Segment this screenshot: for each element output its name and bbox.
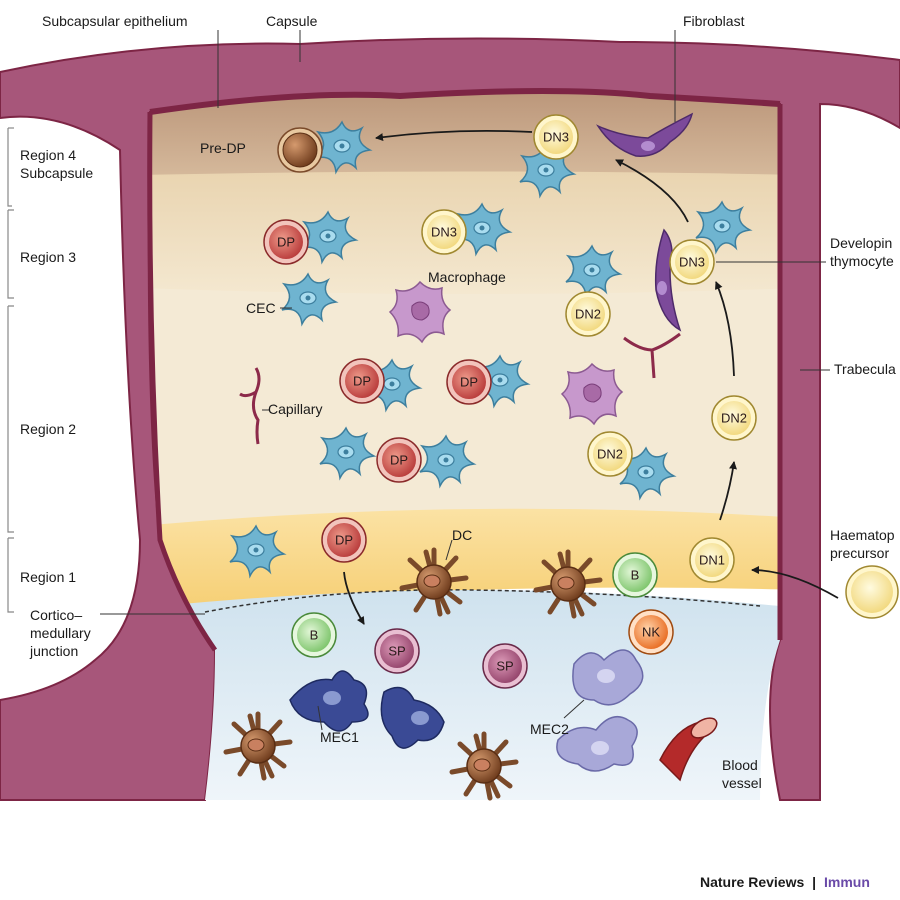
thymocyte-label: NK	[642, 625, 660, 640]
cortico-medullary-boundary	[204, 589, 761, 613]
label-dc: DC	[452, 527, 472, 543]
credit-separator: |	[812, 874, 816, 890]
label-capsule: Capsule	[266, 13, 318, 29]
region2-band	[150, 288, 780, 530]
label-mec1: MEC1	[320, 729, 359, 745]
subcapsular-rim	[149, 88, 781, 115]
thymocyte-label: DN2	[597, 447, 623, 462]
thymocyte-label: DP	[277, 235, 295, 250]
label-haemato-1: Haematop	[830, 527, 895, 543]
right-labels: Developin thymocyte Trabecula Haematop p…	[716, 235, 896, 561]
cmj-line2: medullary	[30, 625, 91, 641]
thymocyte-label: DP	[335, 533, 353, 548]
trabecular-vessel	[623, 332, 681, 379]
fibroblast-nucleus	[641, 141, 655, 151]
label-blood-2: vessel	[722, 775, 762, 791]
haematopoietic-precursor	[845, 565, 899, 619]
top-labels: Subcapsular epithelium Capsule Fibroblas…	[42, 13, 745, 122]
thymocyte-label: SP	[496, 659, 513, 674]
thymocyte-dn3: DN3	[533, 114, 579, 160]
thymocyte-label: DN1	[699, 553, 725, 568]
thymocyte-dn2: DN2	[711, 395, 757, 441]
pre-dp-cell	[277, 127, 323, 173]
thymocyte-dn1: DN1	[689, 537, 735, 583]
thymocyte-dn3: DN3	[421, 209, 467, 255]
thymocyte-dp: DP	[376, 437, 422, 483]
region4-label: Region 4	[20, 147, 76, 163]
thymocyte-dn2: DN2	[565, 291, 611, 337]
thymic-lobule	[150, 91, 780, 800]
label-fibroblast: Fibroblast	[683, 13, 745, 29]
thymocyte-label: DN3	[431, 225, 457, 240]
thymocyte-label: DN2	[575, 307, 601, 322]
thymocyte-dn3: DN3	[669, 239, 715, 285]
label-capillary: Capillary	[268, 401, 322, 417]
label-blood-1: Blood	[722, 757, 758, 773]
thymocyte-label: DP	[353, 374, 371, 389]
thymocyte-sp: SP	[374, 628, 420, 674]
label-cec: CEC	[246, 300, 276, 316]
thymocyte-dp: DP	[321, 517, 367, 563]
label-mec2: MEC2	[530, 721, 569, 737]
credit-line: Nature Reviews | Immun	[700, 874, 870, 890]
capillary-vessel	[239, 367, 261, 445]
thymocyte-sp: SP	[482, 643, 528, 689]
thymocyte-b: B	[291, 612, 337, 658]
fibroblast-cell-top	[596, 112, 694, 157]
region4-sublabel: Subcapsule	[20, 165, 93, 181]
blood-vessel	[659, 717, 718, 782]
region3-label: Region 3	[20, 249, 76, 265]
thymocyte-label: B	[631, 568, 640, 583]
thymocyte-label: DN2	[721, 411, 747, 426]
credit-journal: Nature Reviews	[700, 874, 804, 890]
thymocyte-label: DN3	[543, 130, 569, 145]
label-macrophage: Macrophage	[428, 269, 506, 285]
mec1-cells	[289, 670, 445, 749]
thymocyte-label: DN3	[679, 255, 705, 270]
label-haemato-2: precursor	[830, 545, 889, 561]
thymocyte-dn2: DN2	[587, 431, 633, 477]
thymocyte-nk: NK	[628, 609, 674, 655]
region2-label: Region 2	[20, 421, 76, 437]
label-pre-dp: Pre-DP	[200, 140, 246, 156]
region-brackets: Region 4 Subcapsule Region 3 Region 2 Re…	[7, 127, 205, 659]
thymocyte-dp: DP	[339, 358, 385, 404]
thymocyte-label: B	[310, 628, 319, 643]
cmj-line3: junction	[29, 643, 78, 659]
label-developing-1: Developin	[830, 235, 892, 251]
cmj-line1: Cortico–	[30, 607, 82, 623]
label-trabecula: Trabecula	[834, 361, 896, 377]
label-subcapsular-epithelium: Subcapsular epithelium	[42, 13, 188, 29]
left-rim	[147, 111, 218, 652]
thymocyte-label: SP	[388, 644, 405, 659]
region1-label: Region 1	[20, 569, 76, 585]
thymocyte-label: DP	[460, 375, 478, 390]
thymocyte-b: B	[612, 552, 658, 598]
mec2-cells	[556, 649, 644, 772]
label-developing-2: thymocyte	[830, 253, 894, 269]
fibroblast-nucleus-2	[657, 281, 667, 295]
thymocyte-dp: DP	[446, 359, 492, 405]
thymocyte-dp: DP	[263, 219, 309, 265]
migration-arrows	[343, 129, 839, 625]
thymocyte-label: DP	[390, 453, 408, 468]
credit-section: Immun	[824, 874, 870, 890]
